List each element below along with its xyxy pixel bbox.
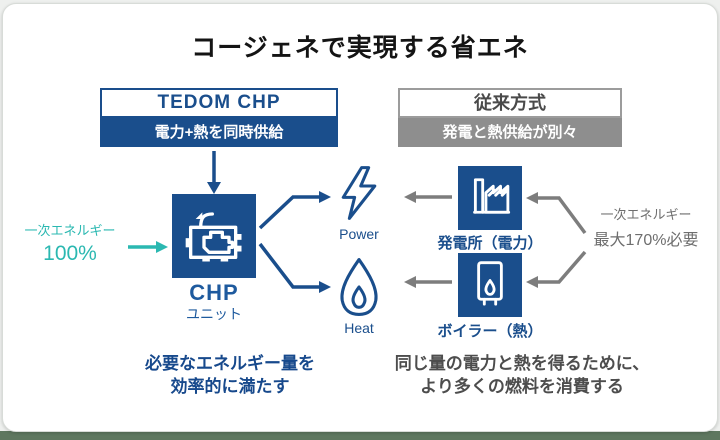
power-plant-label: 発電所（電力） [437, 235, 543, 252]
tedom-chp-title: TEDOM CHP [100, 88, 338, 118]
chp-unit-tile [172, 194, 256, 278]
power-plant-tile [458, 166, 522, 230]
chp-unit-type: ユニット [186, 306, 242, 322]
bottom-band [0, 431, 720, 440]
primary-energy-text: 一次エネルギー [24, 223, 116, 238]
tedom-caption-line1: 必要なエネルギー量を [145, 354, 315, 373]
tedom-chp-header-box: TEDOM CHP 電力+熱を同時供給 [100, 88, 338, 147]
conventional-header-box: 従来方式 発電と熱供給が別々 [398, 88, 622, 147]
primary-energy-170-label: 一次エネルギー 最大170%必要 [576, 204, 716, 250]
lightning-icon [338, 162, 380, 224]
boiler-tile [458, 253, 522, 317]
primary-energy-100-label: 一次エネルギー 100% [8, 220, 132, 266]
conventional-caption-line2: より多くの燃料を消費する [420, 377, 624, 396]
factory-icon [464, 170, 516, 227]
tedom-caption-line2: 効率的に満たす [170, 377, 290, 396]
engine-icon [179, 199, 249, 274]
diagram-card [2, 3, 718, 432]
power-label: Power [339, 226, 379, 242]
conventional-caption-line1: 同じ量の電力と熱を得るために、 [394, 354, 650, 373]
boiler-icon [464, 257, 516, 314]
conventional-title: 従来方式 [398, 88, 622, 118]
conv-note-text: 一次エネルギー [600, 207, 692, 222]
page-title: コージェネで実現する省エネ [191, 34, 529, 62]
tedom-chp-subtitle: 電力+熱を同時供給 [100, 118, 338, 147]
flame-icon [336, 256, 382, 318]
chp-unit-name: CHP [189, 280, 239, 305]
heat-label: Heat [344, 320, 374, 336]
conventional-subtitle: 発電と熱供給が別々 [398, 118, 622, 147]
conv-note-value: 最大170%必要 [593, 232, 699, 249]
primary-energy-value: 100% [43, 242, 97, 265]
tedom-caption: 必要なエネルギー量を 効率的に満たす [108, 352, 352, 398]
conventional-caption: 同じ量の電力と熱を得るために、 より多くの燃料を消費する [374, 352, 670, 398]
boiler-label: ボイラー（熱） [437, 323, 543, 340]
